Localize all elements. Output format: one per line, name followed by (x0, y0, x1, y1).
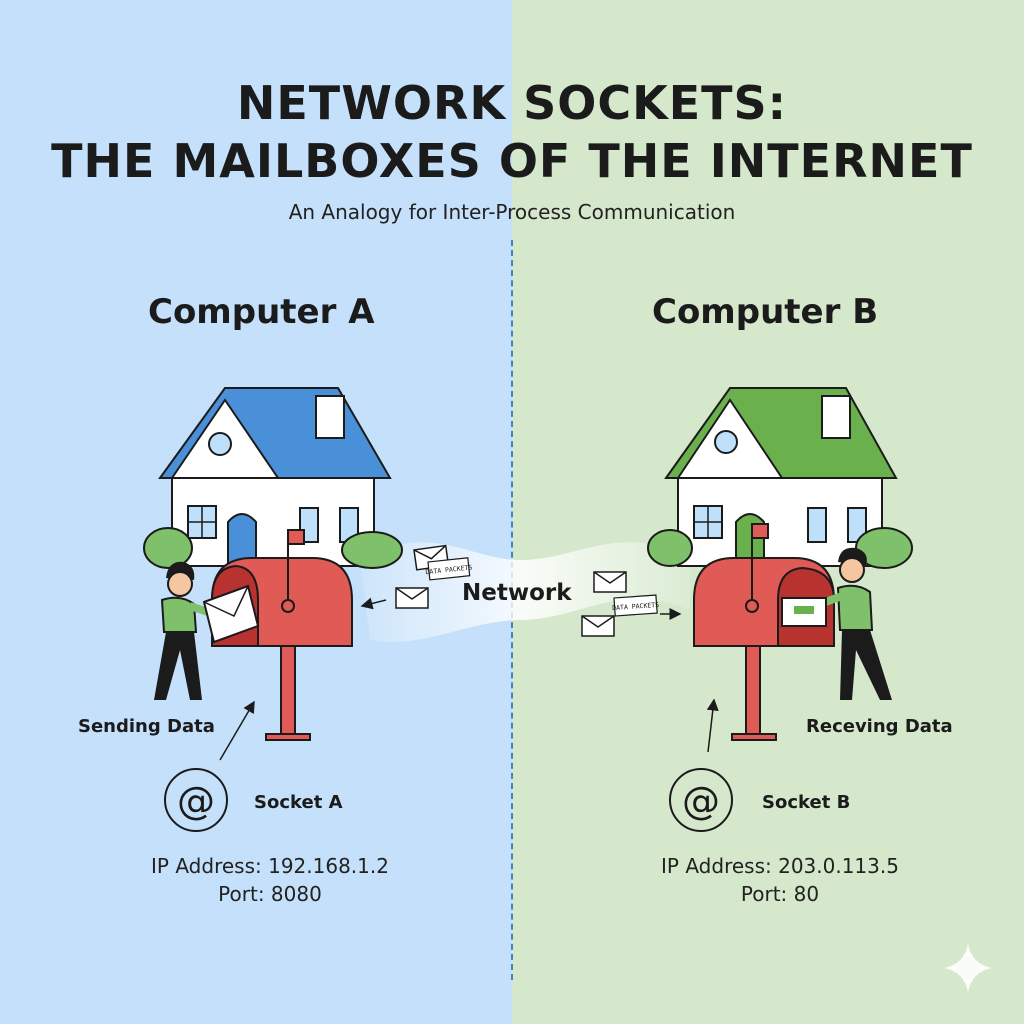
port-b: Port: 80 (740, 882, 820, 906)
socket-b-label: Socket B (762, 792, 851, 813)
socket-a-at-icon: @ (177, 779, 215, 823)
chimney-b (821, 395, 851, 439)
flag-a (287, 529, 305, 545)
socket-b-circle (669, 768, 733, 832)
letter-b-held (781, 597, 827, 627)
ip-address-a: IP Address: 192.168.1.2 (151, 854, 389, 878)
house-a (143, 387, 403, 569)
arrow-socket-a (219, 700, 255, 761)
flag-b (751, 523, 769, 539)
round-window-b (714, 430, 738, 454)
computer-b-address: IP Address: 203.0.113.5 Port: 80 (640, 852, 920, 908)
packet-label-2: DATA PACKETS (612, 601, 659, 612)
letter-a-held (202, 584, 260, 644)
socket-b-at-icon: @ (682, 779, 720, 823)
person-b (818, 547, 892, 700)
bush-a-right (341, 531, 403, 569)
computer-b-title: Computer B (652, 292, 879, 332)
round-window-a (208, 432, 232, 456)
envelope-4 (581, 615, 615, 637)
main-title-line-2: THE MAILBOXES OF THE INTERNET (51, 134, 973, 188)
data-packet-tag-1: DATA PACKETS (425, 557, 473, 581)
ip-address-b: IP Address: 203.0.113.5 (661, 854, 899, 878)
socket-a-label: Socket A (254, 792, 343, 813)
network-label: Network (462, 580, 572, 606)
computer-a-title: Computer A (148, 292, 375, 332)
computer-a-address: IP Address: 192.168.1.2 Port: 8080 (140, 852, 400, 908)
envelope-2 (395, 587, 429, 609)
bush-b-left (647, 529, 693, 567)
main-title-line-1: NETWORK SOCKETS: (236, 76, 788, 130)
sparkle-icon (944, 944, 992, 992)
data-packet-tag-2: DATA PACKETS (612, 594, 659, 617)
port-a: Port: 8080 (218, 882, 322, 906)
person-a (154, 561, 216, 700)
subtitle: An Analogy for Inter-Process Communicati… (288, 200, 736, 224)
envelope-3 (593, 571, 627, 593)
chimney-a (315, 395, 345, 439)
arrow-socket-b (706, 698, 719, 753)
receiving-data-label: Receving Data (806, 716, 953, 737)
socket-a-circle (164, 768, 228, 832)
door-a (227, 513, 257, 567)
bush-a-left (143, 527, 193, 569)
sending-data-label: Sending Data (78, 716, 215, 737)
house-b (647, 387, 913, 569)
arrow-into-mailbox-a (360, 597, 387, 610)
